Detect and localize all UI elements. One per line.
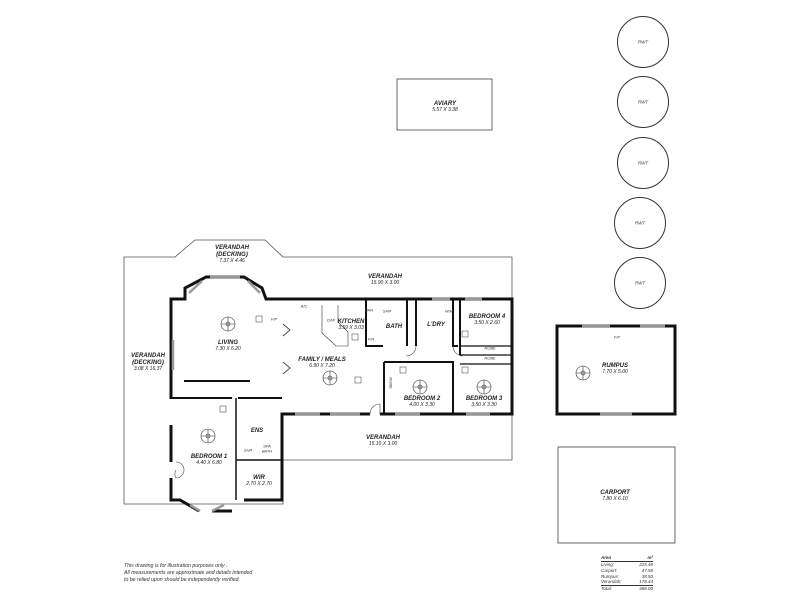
pantry-label: PAN [365, 307, 373, 313]
kitchen-bench [321, 305, 349, 347]
area-row: Verandah:178.44 [601, 579, 653, 585]
aviary-outline [396, 78, 493, 131]
robe-label-3: ROBE [388, 377, 394, 389]
washing-machine-label: W/M [444, 308, 454, 314]
tree-4: RWT [614, 197, 666, 249]
disclaimer: This drawing is for illustration purpose… [124, 563, 253, 583]
area-row: Carport:47.58 [601, 567, 653, 573]
ensuite-shower-label: SHR [243, 447, 253, 453]
rumpus-fireplace-label: F/P [613, 334, 621, 340]
tree-3: RWT [617, 137, 669, 189]
ac-label: A/C [300, 303, 308, 309]
windows [171, 275, 665, 513]
fridge-label: F/R [367, 336, 375, 342]
area-row: Living:225.48 [601, 561, 653, 567]
ceiling-fan-icons [200, 316, 591, 444]
spa-bath-label: BATH [261, 448, 273, 454]
spa-label: SPA [263, 443, 271, 449]
verandah-outline [123, 239, 513, 505]
house-walls [169, 275, 677, 513]
tree-5: RWT [614, 257, 666, 309]
doors [174, 323, 464, 479]
room-laundry: L'DRY [427, 322, 445, 328]
robe-label-2: ROBE [484, 355, 496, 361]
shower-label: SHR [382, 308, 392, 314]
verandah-outlines [123, 78, 676, 544]
dishwasher-label: D/W [327, 317, 335, 323]
area-total-row: Total:488.00 [601, 585, 653, 592]
robe-label-1: ROBE [484, 345, 496, 351]
carport-outline [557, 446, 676, 544]
tree-2: RWT [617, 76, 669, 128]
fireplace-label: F/P [270, 316, 278, 322]
room-verandah-decking-top: VERANDAH(DECKING)7.37 X 4.46 [214, 245, 250, 264]
room-verandah-decking-left: VERANDAH(DECKING)3.08 X 16.37 [130, 353, 166, 372]
skylight-icons [219, 315, 469, 413]
area-row: Rumpus:38.50 [601, 573, 653, 579]
room-bath: BATH [385, 324, 403, 330]
room-ensuite: ENS [250, 428, 264, 434]
tree-1: RWT [617, 16, 669, 68]
